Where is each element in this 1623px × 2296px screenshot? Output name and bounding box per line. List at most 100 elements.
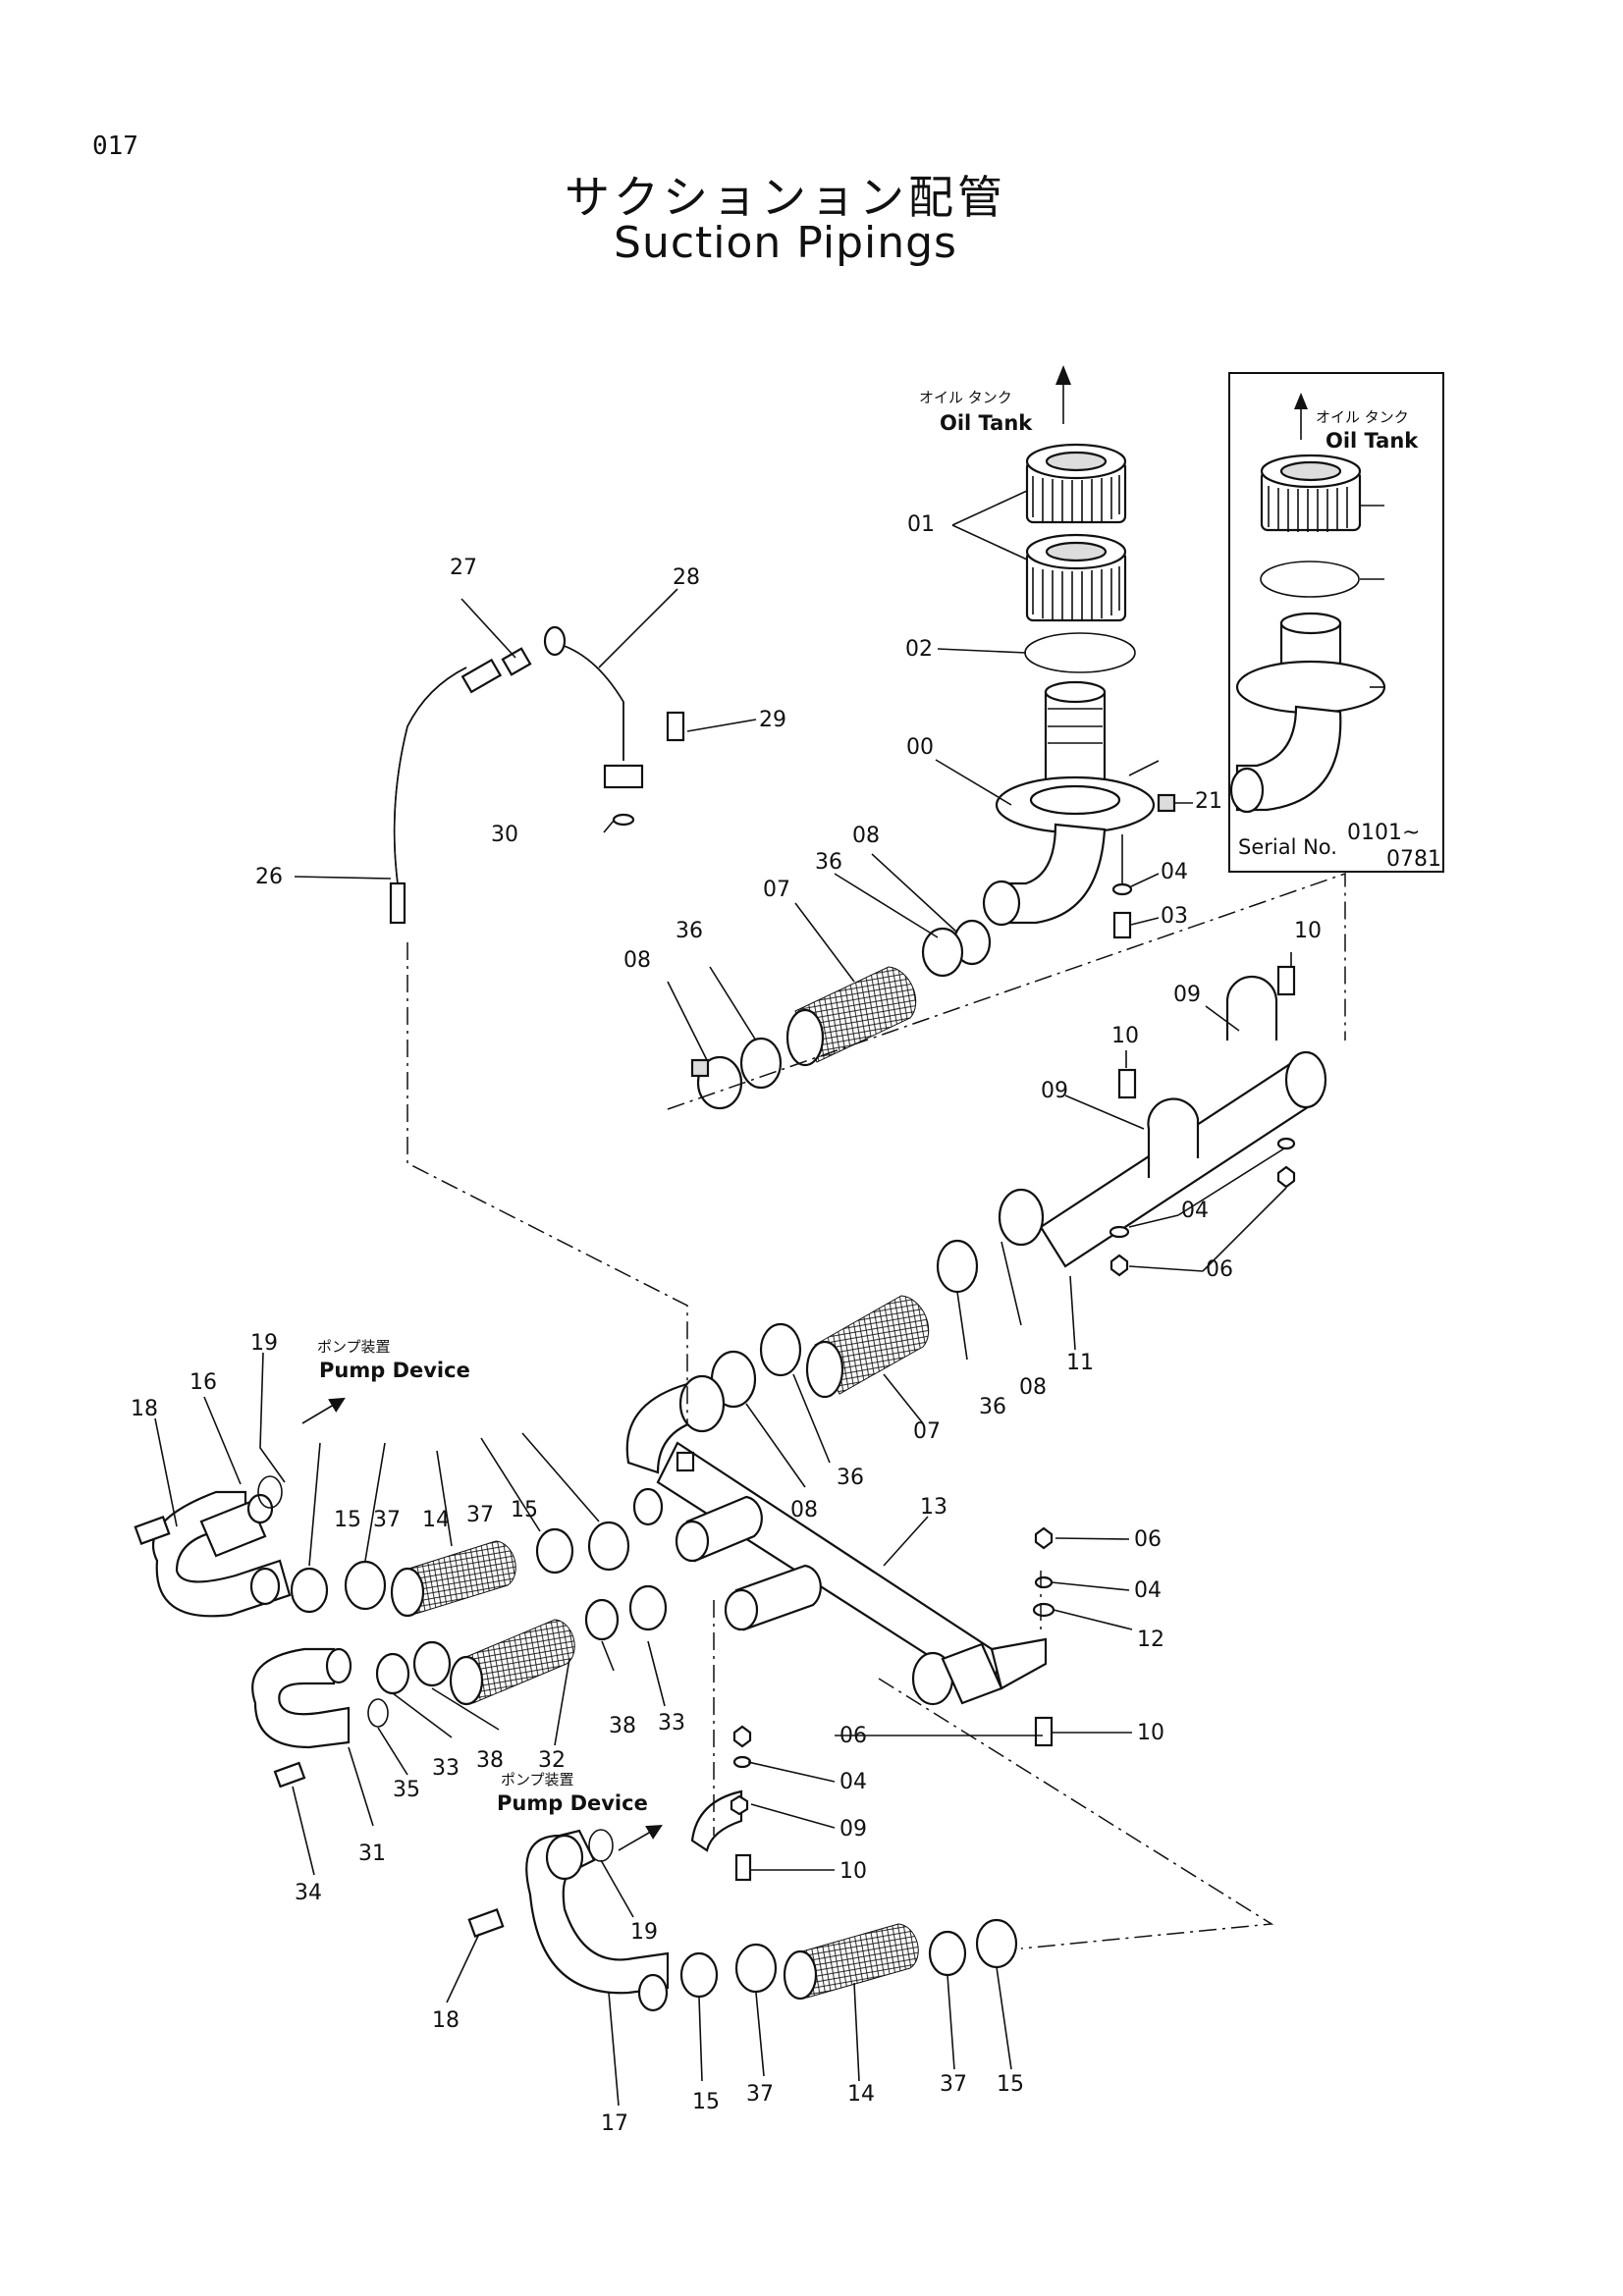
part-label: 15 bbox=[997, 2072, 1024, 2097]
part-label: 38 bbox=[476, 1748, 504, 1773]
pump-line-middle bbox=[251, 1584, 668, 1789]
hose-band bbox=[739, 1037, 783, 1090]
pump-line-lower bbox=[467, 1725, 1018, 2012]
part-label: 01 bbox=[907, 512, 935, 537]
plug bbox=[1157, 793, 1176, 813]
strainer-element-lower bbox=[1025, 533, 1127, 622]
part-label: 11 bbox=[1066, 1351, 1094, 1375]
leader-lines bbox=[154, 490, 1292, 2107]
part-label: 15 bbox=[692, 2090, 720, 2114]
part-label: 32 bbox=[538, 1748, 566, 1773]
part-label: 26 bbox=[255, 865, 283, 889]
o-ring bbox=[1024, 632, 1136, 673]
serial-number-from: 0101~ bbox=[1347, 821, 1420, 845]
part-label: 09 bbox=[839, 1817, 867, 1842]
part-label: 21 bbox=[1195, 789, 1222, 814]
part-number-callouts: 01 02 00 21 08 36 07 36 08 04 03 10 09 1… bbox=[131, 512, 1322, 2136]
part-label: 06 bbox=[839, 1724, 867, 1748]
pump-device-jp-label-upper: ポンプ装置 bbox=[317, 1338, 391, 1356]
part-label: 27 bbox=[450, 556, 477, 580]
pump-device-jp-label-lower: ポンプ装置 bbox=[501, 1771, 574, 1789]
connector bbox=[501, 647, 532, 676]
part-label: 08 bbox=[852, 824, 880, 848]
part-label: 33 bbox=[432, 1756, 460, 1781]
oil-tank-jp-label: オイル タンク bbox=[919, 389, 1012, 406]
part-label: 14 bbox=[847, 2082, 875, 2107]
hose-band bbox=[759, 1322, 802, 1377]
part-label: 38 bbox=[609, 1714, 636, 1738]
suction-pipe-main bbox=[1039, 965, 1327, 1277]
part-label: 10 bbox=[1111, 1024, 1139, 1048]
part-label: 04 bbox=[1181, 1199, 1209, 1223]
part-label: 03 bbox=[1161, 904, 1188, 929]
part-label: 36 bbox=[837, 1466, 864, 1490]
part-label: 10 bbox=[1137, 1721, 1164, 1745]
part-label: 00 bbox=[906, 735, 934, 760]
part-label: 37 bbox=[373, 1508, 401, 1532]
part-label: 02 bbox=[905, 637, 933, 662]
part-label: 34 bbox=[295, 1881, 322, 1905]
suction-hose bbox=[794, 966, 917, 1063]
part-label: 18 bbox=[432, 2008, 460, 2033]
strainer-assembly bbox=[982, 365, 1176, 939]
part-label: 08 bbox=[790, 1498, 818, 1522]
part-label: 15 bbox=[334, 1508, 361, 1532]
part-label: 28 bbox=[673, 565, 700, 590]
part-label: 12 bbox=[1137, 1628, 1164, 1652]
part-label: 30 bbox=[491, 823, 518, 847]
part-label: 19 bbox=[250, 1331, 278, 1356]
inset-oil-tank-jp-label: オイル タンク bbox=[1316, 408, 1409, 426]
part-label: 04 bbox=[1161, 860, 1188, 884]
part-label: 37 bbox=[746, 2082, 774, 2107]
middle-hose-group bbox=[710, 1188, 1045, 1409]
part-label: 15 bbox=[511, 1498, 538, 1522]
bolt bbox=[1117, 1068, 1137, 1099]
part-label: 04 bbox=[839, 1770, 867, 1794]
part-label: 06 bbox=[1206, 1257, 1233, 1282]
part-label: 13 bbox=[920, 1495, 947, 1520]
bolt bbox=[1276, 965, 1296, 996]
page-number: 017 bbox=[92, 132, 138, 161]
part-label: 18 bbox=[131, 1397, 158, 1421]
hose-clamp bbox=[998, 1188, 1045, 1247]
strainer-element-upper bbox=[1025, 443, 1127, 524]
drain-hose-group bbox=[389, 625, 685, 925]
part-label: 09 bbox=[1041, 1079, 1068, 1103]
part-label: 09 bbox=[1173, 983, 1201, 1007]
part-label: 06 bbox=[1134, 1527, 1162, 1552]
serial-inset bbox=[1228, 372, 1444, 873]
hose-band bbox=[936, 1239, 979, 1294]
part-label: 07 bbox=[763, 878, 790, 902]
part-label: 36 bbox=[676, 919, 703, 943]
part-label: 33 bbox=[658, 1711, 685, 1735]
part-label: 16 bbox=[189, 1370, 217, 1395]
part-label: 35 bbox=[393, 1778, 420, 1802]
serial-number-to: 0781 bbox=[1386, 847, 1441, 872]
pump-line-upper bbox=[134, 1475, 630, 1618]
part-label: 17 bbox=[601, 2111, 628, 2136]
part-label: 10 bbox=[1294, 919, 1322, 943]
part-label: 36 bbox=[979, 1395, 1006, 1419]
upper-hose-group bbox=[690, 919, 992, 1110]
inset-oil-tank-en-label: Oil Tank bbox=[1325, 429, 1419, 453]
part-label: 07 bbox=[913, 1419, 941, 1444]
pump-device-en-label-lower: Pump Device bbox=[497, 1791, 648, 1815]
part-label: 08 bbox=[623, 948, 651, 973]
part-label: 37 bbox=[940, 2072, 967, 2097]
part-label: 36 bbox=[815, 850, 842, 875]
title-japanese: サクションョン配管 bbox=[565, 171, 1006, 224]
serial-number-label: Serial No. bbox=[1238, 835, 1337, 859]
part-label: 19 bbox=[630, 1920, 658, 1945]
part-label: 37 bbox=[466, 1503, 494, 1527]
strainer-body bbox=[982, 680, 1156, 927]
y-pipe bbox=[625, 1374, 1055, 1747]
part-label: 29 bbox=[759, 708, 786, 732]
part-label: 10 bbox=[839, 1859, 867, 1884]
oil-tank-en-label: Oil Tank bbox=[940, 411, 1033, 435]
pump-device-en-label-upper: Pump Device bbox=[319, 1359, 470, 1382]
part-label: 08 bbox=[1019, 1375, 1047, 1400]
hose-band bbox=[921, 927, 964, 978]
part-label: 04 bbox=[1134, 1578, 1162, 1603]
title-english: Suction Pipings bbox=[614, 218, 957, 268]
